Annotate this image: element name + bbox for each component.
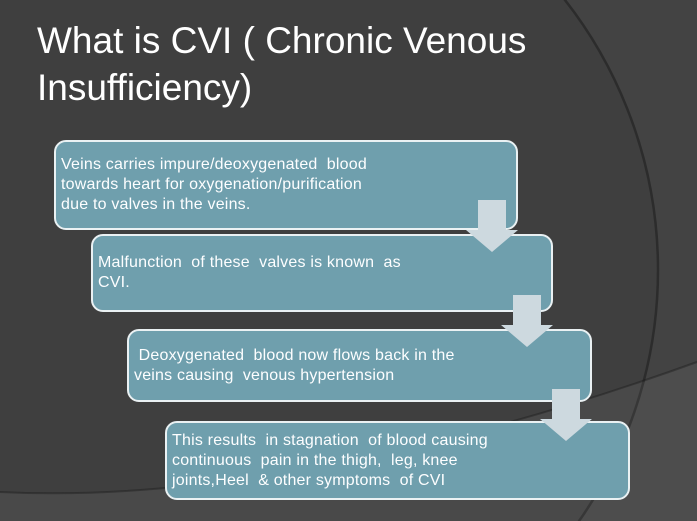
step-box-2: Malfunction of these valves is known as … xyxy=(91,234,553,312)
slide-title: What is CVI ( Chronic Venous Insufficien… xyxy=(37,20,527,108)
step-box-3: Deoxygenated blood now flows back in the… xyxy=(127,329,592,402)
step-text-4: This results in stagnation of blood caus… xyxy=(172,431,488,489)
step-box-4: This results in stagnation of blood caus… xyxy=(165,421,630,500)
step-text-2: Malfunction of these valves is known as … xyxy=(98,254,401,291)
down-arrow-icon-2 xyxy=(501,295,553,347)
down-arrow-icon-3 xyxy=(540,389,592,441)
down-arrow-icon-1 xyxy=(466,200,518,252)
step-box-1: Veins carries impure/deoxygenated blood … xyxy=(54,140,518,230)
step-text-3: Deoxygenated blood now flows back in the… xyxy=(134,346,455,384)
step-text-1: Veins carries impure/deoxygenated blood … xyxy=(61,156,367,213)
